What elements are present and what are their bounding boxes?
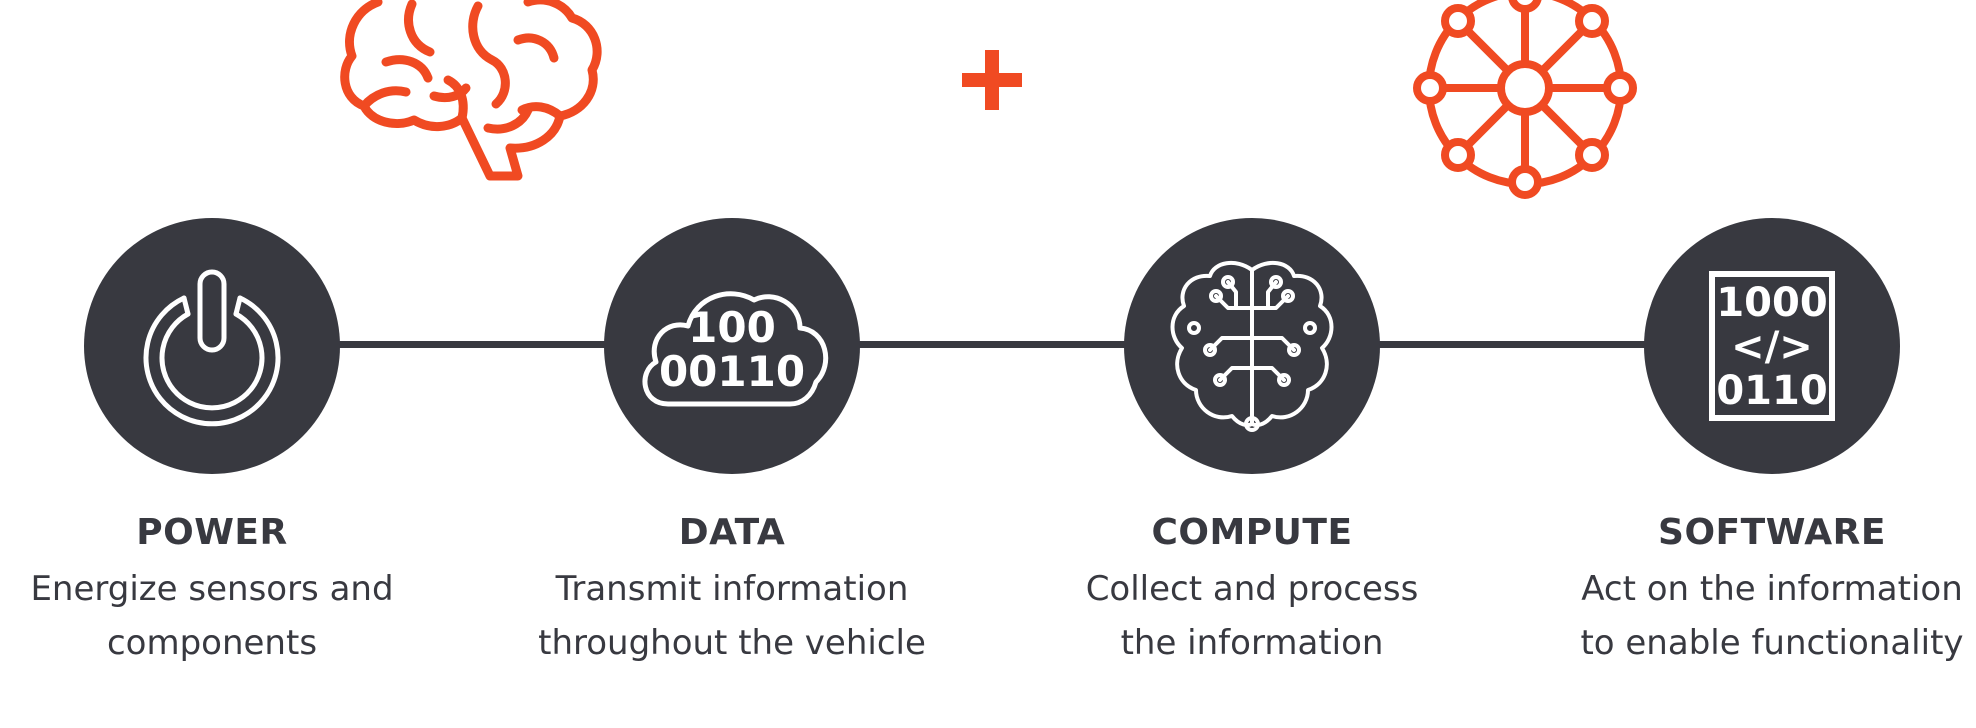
connector-power-data: [328, 341, 608, 348]
plus-icon: [962, 50, 1022, 110]
connector-data-compute: [848, 341, 1128, 348]
stage-title: POWER: [136, 512, 288, 553]
stage-title: COMPUTE: [1151, 512, 1353, 553]
cloud-binary-line-1: 100: [688, 303, 776, 352]
description-line: Collect and process: [1085, 569, 1419, 609]
stage-description: Act on the information to enable functio…: [1572, 562, 1972, 670]
code-line-2: </>: [1731, 324, 1813, 370]
stage-power: POWER Energize sensors and components: [12, 0, 412, 728]
connector-compute-software: [1368, 341, 1648, 348]
description-line: Act on the information: [1581, 569, 1963, 609]
stage-title: DATA: [678, 512, 786, 553]
cloud-binary-icon: 100 00110: [642, 291, 829, 407]
stage-software: 1000 </> 0110 SOFTWARE Act on the inform…: [1572, 0, 1972, 728]
compute-circle: [1124, 218, 1380, 474]
description-line: Energize sensors and: [30, 569, 394, 609]
data-circle: 100 00110: [604, 218, 860, 474]
stage-compute: COMPUTE Collect and process the informat…: [1052, 0, 1452, 728]
description-line: throughout the vehicle: [538, 623, 926, 663]
software-circle: 1000 </> 0110: [1644, 218, 1900, 474]
stage-description: Energize sensors and components: [12, 562, 412, 670]
network-wheel-icon: [1413, 0, 1637, 199]
power-icon: [143, 269, 281, 427]
description-line: components: [106, 623, 318, 663]
brain-circuit-icon: [1170, 260, 1334, 432]
cloud-binary-line-2: 00110: [659, 347, 805, 396]
brain-outline-icon: [340, 0, 602, 181]
stage-description: Collect and process the information: [1052, 562, 1452, 670]
description-line: to enable functionality: [1580, 623, 1964, 663]
code-line-3: 0110: [1716, 368, 1827, 414]
stage-description: Transmit information throughout the vehi…: [532, 562, 932, 670]
description-line: Transmit information: [555, 569, 909, 609]
description-line: the information: [1120, 623, 1384, 663]
code-line-1: 1000: [1716, 280, 1827, 326]
code-document-icon: 1000 </> 0110: [1709, 271, 1835, 421]
power-circle: [84, 218, 340, 474]
stage-data: 100 00110 DATA Transmit information thro…: [532, 0, 932, 728]
stage-title: SOFTWARE: [1658, 512, 1886, 553]
